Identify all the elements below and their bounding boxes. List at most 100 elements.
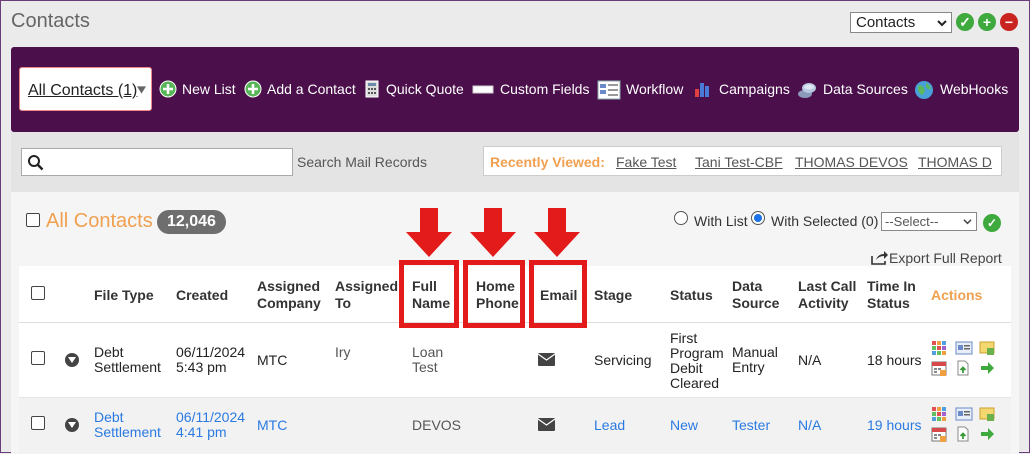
note-icon[interactable] — [979, 340, 995, 356]
globe-icon — [915, 81, 933, 99]
col-assigned-to[interactable]: Assigned To — [335, 278, 399, 311]
plus-circle-icon — [159, 80, 177, 98]
remove-view-button[interactable]: − — [1000, 13, 1018, 31]
cell-last-call: N/A — [798, 352, 822, 368]
list-title: All Contacts — [46, 210, 153, 232]
id-card-icon[interactable] — [955, 406, 973, 422]
cell-stage: Servicing — [594, 352, 652, 368]
recent-link[interactable]: Tani Test-CBF — [695, 154, 783, 170]
header-checkbox[interactable] — [31, 286, 45, 300]
table-header: File Type Created Assigned Company Assig… — [19, 266, 1011, 323]
add-contact-link[interactable]: Add a Contact — [244, 80, 356, 100]
calendar-icon[interactable] — [931, 426, 947, 442]
highlight-email — [529, 260, 587, 328]
row-checkbox[interactable] — [31, 416, 45, 430]
row-checkbox[interactable] — [31, 351, 45, 365]
highlight-home-phone — [463, 260, 525, 328]
search-hint: Search Mail Records — [297, 154, 427, 170]
contacts-table: File Type Created Assigned Company Assig… — [19, 266, 1011, 454]
highlight-full-name — [399, 260, 459, 328]
document-upload-icon[interactable] — [955, 426, 971, 442]
email-icon[interactable] — [538, 353, 555, 366]
cell-company[interactable]: MTC — [257, 417, 288, 433]
cell-status[interactable]: New — [670, 417, 699, 433]
expand-row-icon[interactable] — [65, 353, 79, 367]
contacts-panel: All Contacts 12,046 With List With Selec… — [11, 192, 1019, 454]
col-file-type[interactable]: File Type — [94, 287, 154, 303]
database-icon — [798, 83, 816, 98]
search-bar: Search Mail Records Recently Viewed: Fak… — [11, 132, 1019, 192]
top-bar: Contacts Contacts ✓ + − — [1, 1, 1029, 45]
cell-data-source[interactable]: Tester — [732, 417, 771, 433]
arrow-right-icon[interactable] — [979, 426, 995, 442]
cell-last-call[interactable]: N/A — [798, 417, 822, 433]
col-status[interactable]: Status — [670, 287, 713, 303]
with-list-radio[interactable] — [674, 211, 688, 225]
export-full-report-link[interactable]: Export Full Report — [871, 250, 1002, 266]
cell-company: MTC — [257, 352, 288, 368]
arrow-down-icon — [534, 208, 580, 257]
cell-stage[interactable]: Lead — [594, 417, 626, 433]
cell-time-in-status[interactable]: 19 hours — [867, 417, 922, 433]
col-created[interactable]: Created — [176, 287, 229, 303]
calendar-icon[interactable] — [931, 360, 947, 376]
with-selected-radio[interactable] — [751, 211, 765, 225]
col-time-in-status[interactable]: Time In Status — [867, 278, 916, 311]
new-list-link[interactable]: New List — [159, 80, 237, 100]
workflow-icon — [597, 80, 621, 100]
grid-icon[interactable] — [931, 406, 947, 422]
list-dropdown[interactable]: All Contacts (1) — [19, 67, 152, 111]
select-all-checkbox[interactable] — [26, 213, 40, 227]
col-assigned-company[interactable]: Assigned Company — [257, 278, 321, 311]
webhooks-link[interactable]: WebHooks — [914, 80, 1014, 100]
page-title: Contacts — [11, 10, 90, 32]
bulk-action-value: --Select-- — [885, 214, 939, 229]
col-home-phone[interactable]: Home Phone — [476, 278, 519, 311]
document-upload-icon[interactable] — [955, 360, 971, 376]
recently-viewed: Recently Viewed: Fake Test Tani Test-CBF… — [483, 146, 1002, 176]
recent-link[interactable]: THOMAS DEVOS — [795, 154, 908, 170]
with-list-label: With List — [694, 213, 748, 229]
recent-link[interactable]: THOMAS D — [918, 154, 992, 170]
col-stage[interactable]: Stage — [594, 287, 633, 303]
campaigns-link[interactable]: Campaigns — [694, 80, 790, 100]
workflow-link[interactable]: Workflow — [597, 80, 685, 100]
col-last-call-activity[interactable]: Last Call Activity — [798, 278, 857, 311]
cell-time-in-status: 18 hours — [867, 352, 922, 368]
calculator-icon — [365, 80, 379, 98]
data-sources-link[interactable]: Data Sources — [797, 80, 909, 100]
expand-row-icon[interactable] — [65, 418, 79, 432]
arrow-down-icon — [406, 208, 452, 257]
arrow-down-icon — [470, 208, 516, 257]
apply-action-button[interactable]: ✓ — [983, 214, 1001, 232]
view-select-value: Contacts — [856, 14, 916, 31]
search-icon — [28, 155, 44, 171]
confirm-view-button[interactable]: ✓ — [956, 13, 974, 31]
note-icon[interactable] — [979, 406, 995, 422]
custom-fields-link[interactable]: Custom Fields — [472, 80, 590, 100]
col-full-name[interactable]: Full Name — [412, 278, 451, 311]
cell-assigned-to: Iry — [335, 344, 351, 360]
add-view-button[interactable]: + — [978, 13, 996, 31]
bulk-action-select[interactable]: --Select-- — [881, 212, 977, 231]
arrow-right-icon[interactable] — [979, 360, 995, 376]
recent-link[interactable]: Fake Test — [616, 154, 677, 170]
quick-quote-link[interactable]: Quick Quote — [363, 80, 465, 100]
col-data-source[interactable]: Data Source — [732, 278, 780, 311]
col-actions: Actions — [931, 287, 983, 303]
search-input[interactable] — [21, 148, 293, 176]
row-actions — [931, 340, 999, 380]
email-icon[interactable] — [538, 418, 555, 431]
view-select[interactable]: Contacts — [850, 12, 952, 33]
id-card-icon[interactable] — [955, 340, 973, 356]
col-email[interactable]: Email — [540, 287, 578, 303]
with-selected-label: With Selected (0) — [771, 213, 879, 229]
grid-icon[interactable] — [931, 340, 947, 356]
